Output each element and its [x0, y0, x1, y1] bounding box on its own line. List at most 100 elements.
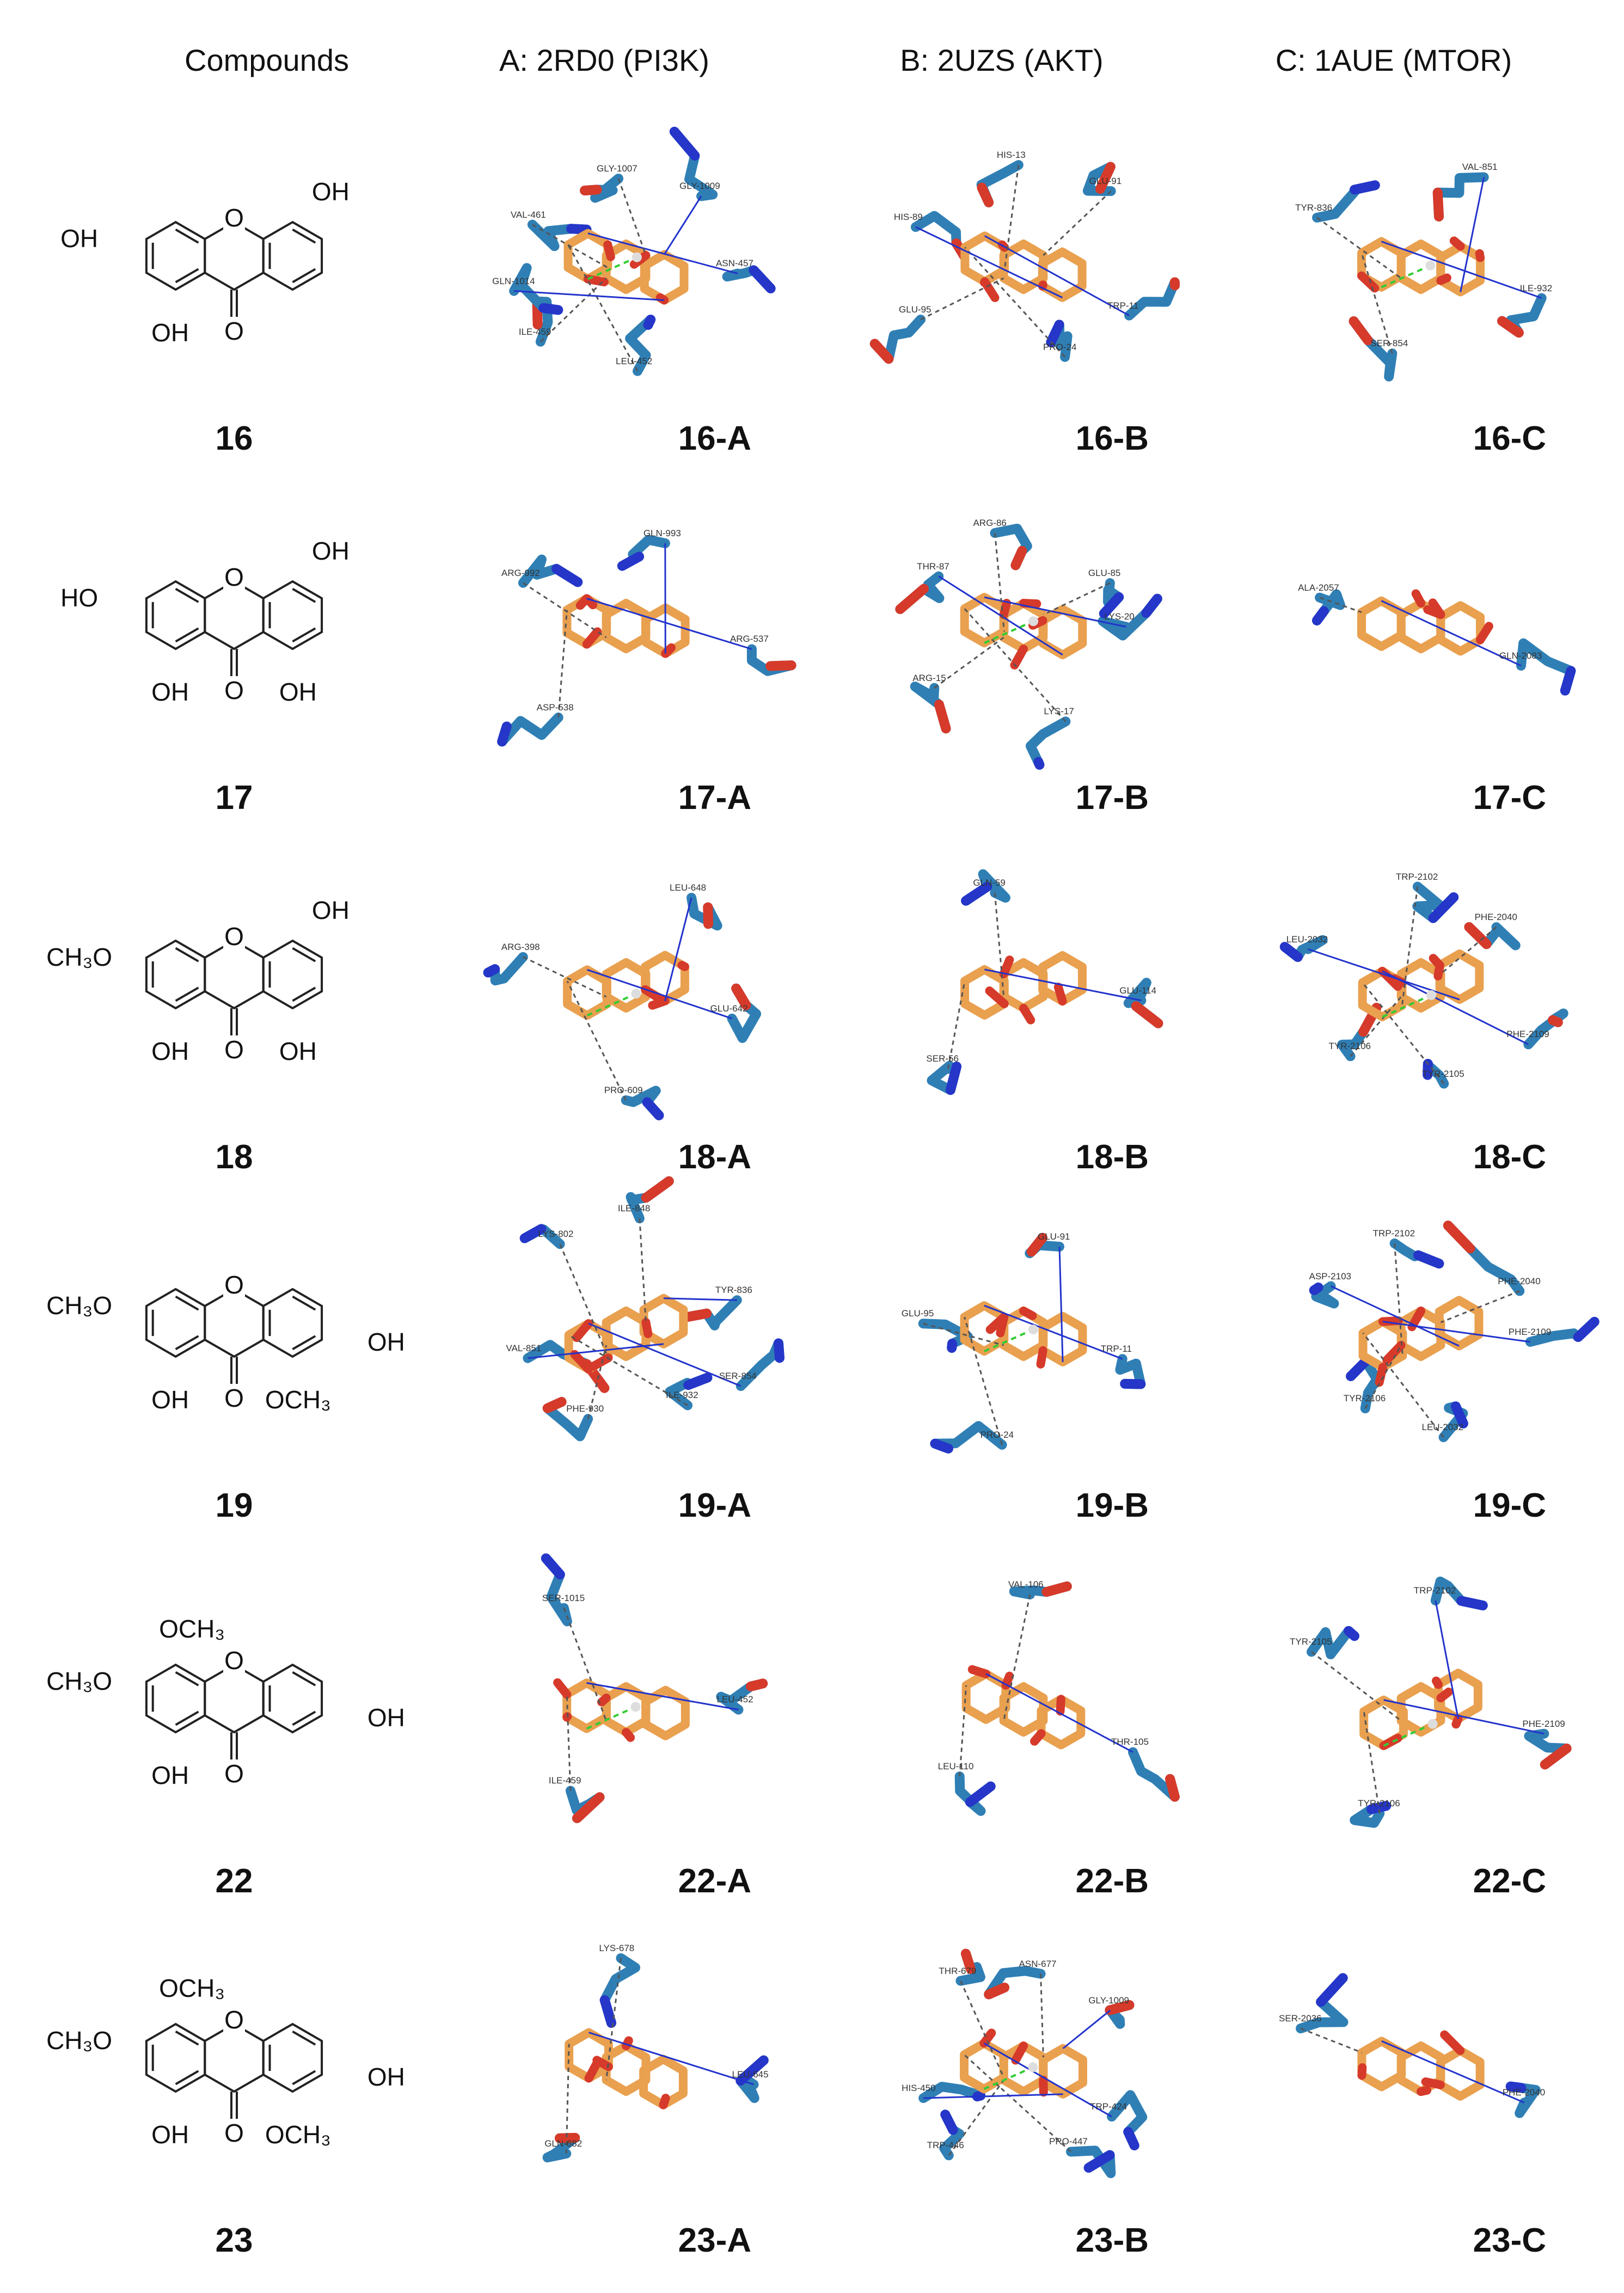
- residue-label: THR-105: [1111, 1737, 1149, 1748]
- substituent-label: OCH₃: [159, 1974, 225, 2002]
- double-bond: [292, 947, 316, 962]
- docking-panel-16-A: [509, 126, 776, 376]
- hydrophobic-contact: [639, 1218, 647, 1323]
- xanthone-ring: [262, 580, 323, 651]
- residue-atom-tip: [1026, 1233, 1047, 1257]
- residue-atom-tip: [1346, 1356, 1371, 1381]
- double-bond: [292, 268, 316, 284]
- residue-label: HIS-13: [996, 150, 1026, 160]
- residue-atom-tip: [773, 1338, 785, 1363]
- residue-label: TYR-2105: [1289, 1636, 1332, 1647]
- ring-oxygen: O: [224, 563, 244, 591]
- residue-atom-tip: [1423, 1059, 1433, 1080]
- residue-atom-tip: [519, 1224, 547, 1243]
- residue-label: LEU-452: [716, 1694, 753, 1705]
- double-bond: [292, 228, 316, 244]
- hydrophobic-contact: [1440, 926, 1497, 975]
- residue-atom-tip: [1443, 1221, 1475, 1254]
- residue-atom-tip: [934, 700, 951, 734]
- residue-atom-tip: [731, 983, 751, 1010]
- hydrophobic-contact: [1003, 164, 1020, 271]
- hydrogen-bond: [1382, 1321, 1530, 1343]
- ligand-ring: [999, 1682, 1048, 1737]
- substituent-label: CH₃O: [46, 943, 112, 971]
- hydrogen-bond: [664, 897, 693, 1002]
- residue-atom-tip: [869, 339, 894, 364]
- substituent-label: OH: [151, 318, 189, 347]
- residue-label: LEU-648: [670, 882, 707, 893]
- panel-label: 18-C: [1473, 1138, 1546, 1176]
- ligand-oxygen: [1056, 1695, 1065, 1716]
- xanthone-ring: [262, 939, 323, 1010]
- residue-label: ARG-992: [501, 567, 540, 578]
- residue-atom-tip: [1165, 1774, 1180, 1802]
- residue-atom-tip: [683, 1308, 712, 1322]
- panel-label: 22-B: [1075, 1862, 1149, 1900]
- ring-oxygen: O: [224, 2006, 244, 2034]
- ligand-oxygen: [661, 643, 676, 658]
- residue-label: PHE-2040: [1498, 1276, 1541, 1286]
- residue-atom-tip: [965, 1781, 996, 1807]
- ring-oxygen-mask: [223, 1648, 245, 1673]
- panel-label: 19-C: [1473, 1487, 1546, 1524]
- substituent-label: OH: [151, 1385, 189, 1414]
- residue-atom-tip: [1450, 1401, 1468, 1428]
- ring-centroid: [1427, 1719, 1438, 1729]
- residue-label: SER-2036: [1279, 2013, 1322, 2024]
- substituent-label: OH: [151, 2120, 189, 2149]
- double-bond: [175, 1671, 199, 1687]
- residue-label: ILE-932: [1519, 283, 1553, 293]
- hydrophobic-contact: [923, 1322, 1004, 1346]
- hydrogen-bond: [1460, 177, 1485, 292]
- xanthone-ring: [262, 1287, 323, 1358]
- hydrophobic-contact: [565, 2044, 570, 2154]
- hydrophobic-contact: [1311, 1651, 1402, 1722]
- double-bond: [292, 627, 316, 643]
- double-bond: [175, 587, 199, 603]
- hydrophobic-contact: [1003, 1594, 1031, 1721]
- double-bond: [175, 627, 199, 643]
- hydrophobic-contact: [994, 532, 1005, 632]
- ring-centroid: [630, 1702, 641, 1712]
- residue-label: ASN-677: [1019, 1958, 1057, 1969]
- panel-label: 16-A: [678, 420, 751, 457]
- hydrogen-bond: [984, 235, 1130, 316]
- hydrophobic-contact: [1040, 1973, 1044, 2058]
- hydrophobic-contact: [1394, 1243, 1404, 1356]
- header-compounds: Compounds: [185, 43, 349, 77]
- residue-label: TYR-2106: [1328, 1041, 1371, 1052]
- hydrogen-bond: [528, 1343, 664, 1359]
- residue-label: LYS-802: [538, 1229, 574, 1240]
- hydrophobic-contact: [1401, 886, 1419, 1006]
- hydrogen-bond: [1308, 948, 1460, 1001]
- residue-atom-tip: [1046, 320, 1064, 347]
- residue-label: PRO-24: [1043, 341, 1077, 352]
- residue-atom-tip: [683, 1372, 713, 1390]
- residue-label: LEU-645: [732, 2069, 769, 2080]
- substituent-label: CH₃O: [46, 2026, 112, 2055]
- ligand-oxygen: [999, 598, 1012, 619]
- ligand-oxygen: [1053, 983, 1067, 1006]
- residue-label: SER-854: [719, 1371, 757, 1382]
- header-mtor: C: 1AUE (MTOR): [1275, 43, 1512, 77]
- residue-label: LEU-2032: [1286, 934, 1328, 945]
- ligand-oxygen: [1019, 599, 1041, 609]
- ligand-oxygen: [980, 277, 989, 287]
- ring-oxygen: O: [224, 1271, 244, 1299]
- xanthone-ring: [204, 1287, 265, 1358]
- substituent-label: OH: [367, 1703, 405, 1732]
- residue-label: TRP-424: [1090, 2101, 1127, 2112]
- ligand-oxygen: [967, 1665, 991, 1678]
- ligand-ring: [960, 965, 1009, 1020]
- ligand-oxygen: [1382, 1341, 1406, 1365]
- residue-atom-tip: [483, 964, 500, 978]
- residue-label: GLU-91: [1037, 1231, 1070, 1242]
- ligand-oxygen: [1011, 2041, 1028, 2065]
- residue-label: GLU-114: [1119, 985, 1157, 996]
- ligand-oxygen: [1378, 966, 1402, 991]
- residue-atom-tip: [641, 1176, 674, 1203]
- double-bond: [175, 2070, 199, 2086]
- ligand-oxygen: [1475, 622, 1493, 645]
- panel-label: 22-A: [678, 1862, 751, 1900]
